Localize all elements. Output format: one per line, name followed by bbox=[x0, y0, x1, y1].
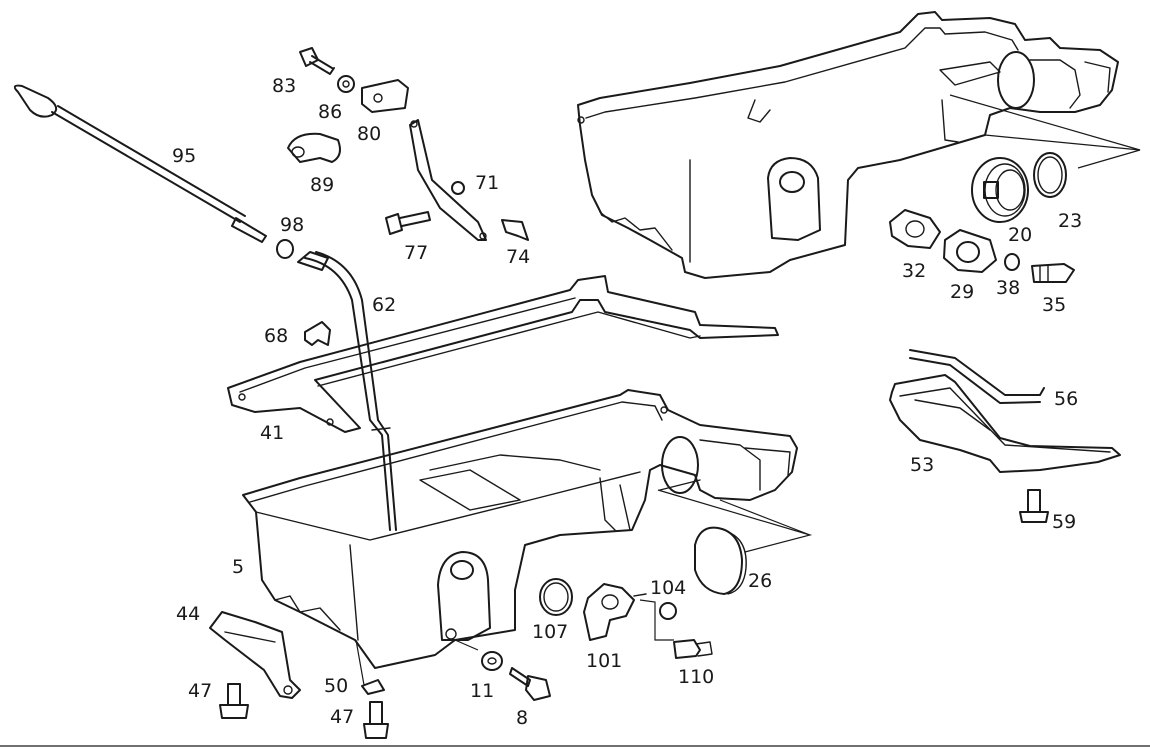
callout-71: 71 bbox=[475, 172, 499, 194]
washer-11-drawing bbox=[481, 651, 503, 671]
callout-89: 89 bbox=[310, 174, 334, 196]
callout-32: 32 bbox=[902, 260, 926, 282]
pipe-56-drawing bbox=[909, 349, 1045, 404]
sealing-cover-20-drawing bbox=[971, 157, 1029, 223]
callout-23: 23 bbox=[1058, 210, 1082, 232]
gasket-drawing bbox=[227, 275, 779, 433]
clip-50-drawing bbox=[361, 679, 385, 695]
washer-104-drawing bbox=[659, 602, 677, 620]
bolt-77-drawing bbox=[385, 211, 431, 235]
leader-lines bbox=[0, 94, 1150, 747]
callout-83: 83 bbox=[272, 75, 296, 97]
callout-47-left: 47 bbox=[188, 680, 212, 702]
callout-41: 41 bbox=[260, 422, 284, 444]
callout-68: 68 bbox=[264, 325, 288, 347]
plug-8-drawing bbox=[509, 667, 551, 701]
callout-5: 5 bbox=[232, 556, 244, 578]
bolt-47a-drawing bbox=[219, 683, 249, 719]
callout-labels: 95 83 86 80 89 71 98 77 74 62 68 41 5 44… bbox=[172, 75, 1082, 729]
oring-107-drawing bbox=[539, 578, 573, 616]
callout-95: 95 bbox=[172, 145, 196, 167]
callout-107: 107 bbox=[532, 621, 568, 643]
callout-11: 11 bbox=[470, 680, 494, 702]
callout-35: 35 bbox=[1042, 294, 1066, 316]
clip-74-drawing bbox=[501, 219, 529, 241]
callout-62: 62 bbox=[372, 294, 396, 316]
bracket-71-drawing bbox=[409, 119, 487, 241]
callout-8: 8 bbox=[516, 707, 528, 729]
callout-26: 26 bbox=[748, 570, 772, 592]
clamp-89-drawing bbox=[287, 132, 341, 163]
lower-oil-pan-drawing bbox=[242, 389, 798, 669]
callout-77: 77 bbox=[404, 242, 428, 264]
bolt-110-drawing bbox=[673, 639, 713, 659]
gasket-32-drawing bbox=[889, 209, 941, 249]
dipstick-drawing bbox=[13, 84, 267, 243]
callout-104: 104 bbox=[650, 577, 686, 599]
callout-98: 98 bbox=[280, 214, 304, 236]
bolt-59-drawing bbox=[1019, 489, 1049, 523]
cover-29-drawing bbox=[943, 229, 997, 273]
washer-38-drawing bbox=[1004, 253, 1020, 271]
cover-26-drawing bbox=[694, 526, 747, 595]
callout-101: 101 bbox=[586, 650, 622, 672]
bracket-80-drawing bbox=[361, 79, 409, 113]
callout-44: 44 bbox=[176, 603, 200, 625]
callout-86: 86 bbox=[318, 101, 342, 123]
bracket-53-drawing bbox=[889, 374, 1121, 473]
washer-86-drawing bbox=[337, 75, 355, 93]
oring-23-drawing bbox=[1033, 152, 1067, 198]
upper-oil-pan-drawing bbox=[577, 11, 1119, 279]
callout-53: 53 bbox=[910, 454, 934, 476]
callout-80: 80 bbox=[357, 123, 381, 145]
callout-50: 50 bbox=[324, 675, 348, 697]
callout-56: 56 bbox=[1054, 388, 1078, 410]
callout-110: 110 bbox=[678, 666, 714, 688]
bolt-47b-drawing bbox=[363, 701, 389, 739]
bracket-44-drawing bbox=[209, 611, 301, 699]
clip-68-drawing bbox=[304, 321, 331, 346]
callout-59: 59 bbox=[1052, 511, 1076, 533]
dipstick-tube-drawing bbox=[297, 251, 397, 531]
oring-98-drawing bbox=[276, 239, 294, 259]
callout-47-bottom: 47 bbox=[330, 706, 354, 728]
callout-38: 38 bbox=[996, 277, 1020, 299]
callout-74: 74 bbox=[506, 246, 530, 268]
bolt-83-drawing bbox=[299, 47, 335, 75]
callout-29: 29 bbox=[950, 281, 974, 303]
callout-20: 20 bbox=[1008, 224, 1032, 246]
sensor-101-drawing bbox=[583, 583, 647, 641]
bolt-35-drawing bbox=[1031, 263, 1075, 283]
